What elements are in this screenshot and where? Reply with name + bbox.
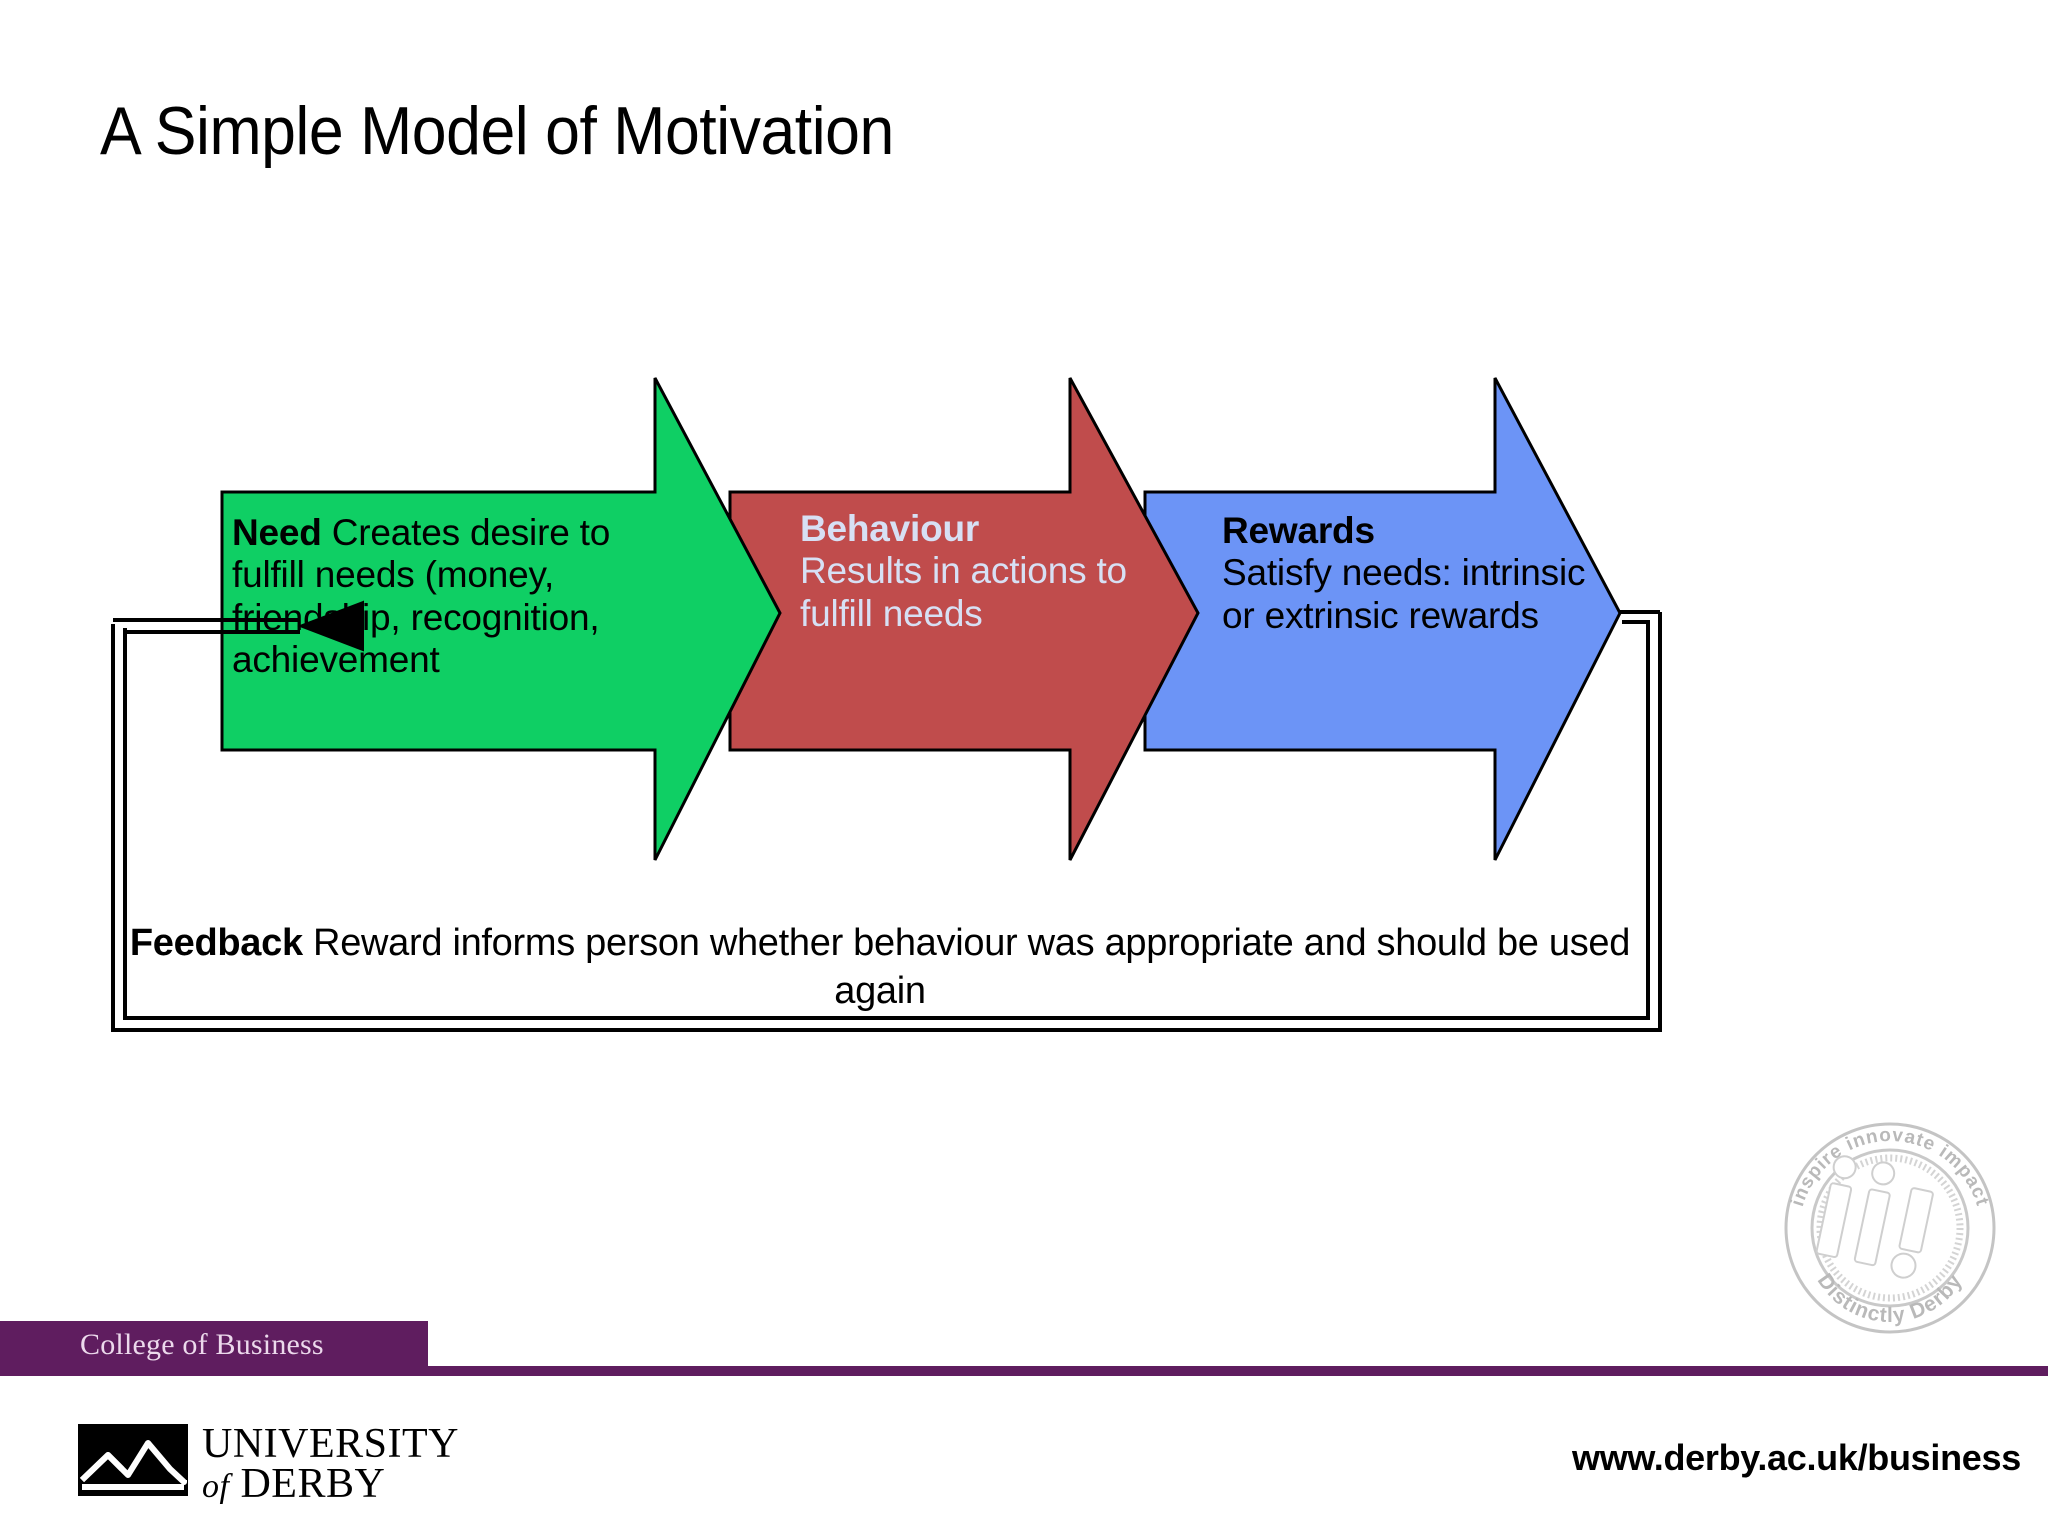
need-stage-label: Need Creates desire to fulfill needs (mo… [232, 512, 652, 681]
behaviour-stage-label: Behaviour Results in actions to fulfill … [800, 508, 1190, 635]
behaviour-stage-lead: Behaviour [800, 508, 980, 549]
footer-url: www.derby.ac.uk/business [1572, 1437, 2021, 1478]
rewards-stage-label: Rewards Satisfy needs: intrinsic or extr… [1222, 510, 1622, 637]
feedback-arrowhead-icon [297, 600, 364, 652]
behaviour-stage-body: Results in actions to fulfill needs [800, 550, 1127, 634]
university-of-derby-logo: UNIVERSITY of DERBY [78, 1421, 459, 1508]
watermark-ii-glyphs [1815, 1155, 1934, 1279]
derby-mountains-icon [78, 1424, 188, 1496]
distinctly-derby-watermark-icon: inspire innovate impact Distinctly Derby [1784, 1122, 1996, 1334]
rewards-chevron-shape [1143, 377, 1622, 861]
logo-derby-word: DERBY [240, 1461, 386, 1508]
college-of-business-bar [0, 1321, 428, 1366]
logo-university-word: UNIVERSITY [202, 1421, 459, 1467]
page-title: A Simple Model of Motivation [100, 93, 894, 169]
feedback-loop-path [111, 610, 1662, 1032]
need-stage-body: Creates desire to fulfill needs (money, … [232, 512, 611, 681]
behaviour-chevron-shape [728, 377, 1200, 861]
logo-of-derby-line: of DERBY [202, 1461, 459, 1508]
need-stage-lead: Need [232, 512, 322, 553]
rewards-stage-lead: Rewards [1222, 510, 1375, 551]
need-chevron-shape [220, 377, 782, 861]
footer-divider-rule [0, 1366, 2048, 1376]
rewards-stage-body: Satisfy needs: intrinsic or extrinsic re… [1222, 552, 1586, 636]
logo-of-word: of [202, 1468, 230, 1506]
feedback-caption: Feedback Reward informs person whether b… [120, 920, 1640, 1015]
college-of-business-label: College of Business [80, 1328, 324, 1361]
feedback-lead: Feedback [129, 922, 303, 964]
feedback-body: Reward informs person whether behaviour … [302, 922, 1631, 1012]
